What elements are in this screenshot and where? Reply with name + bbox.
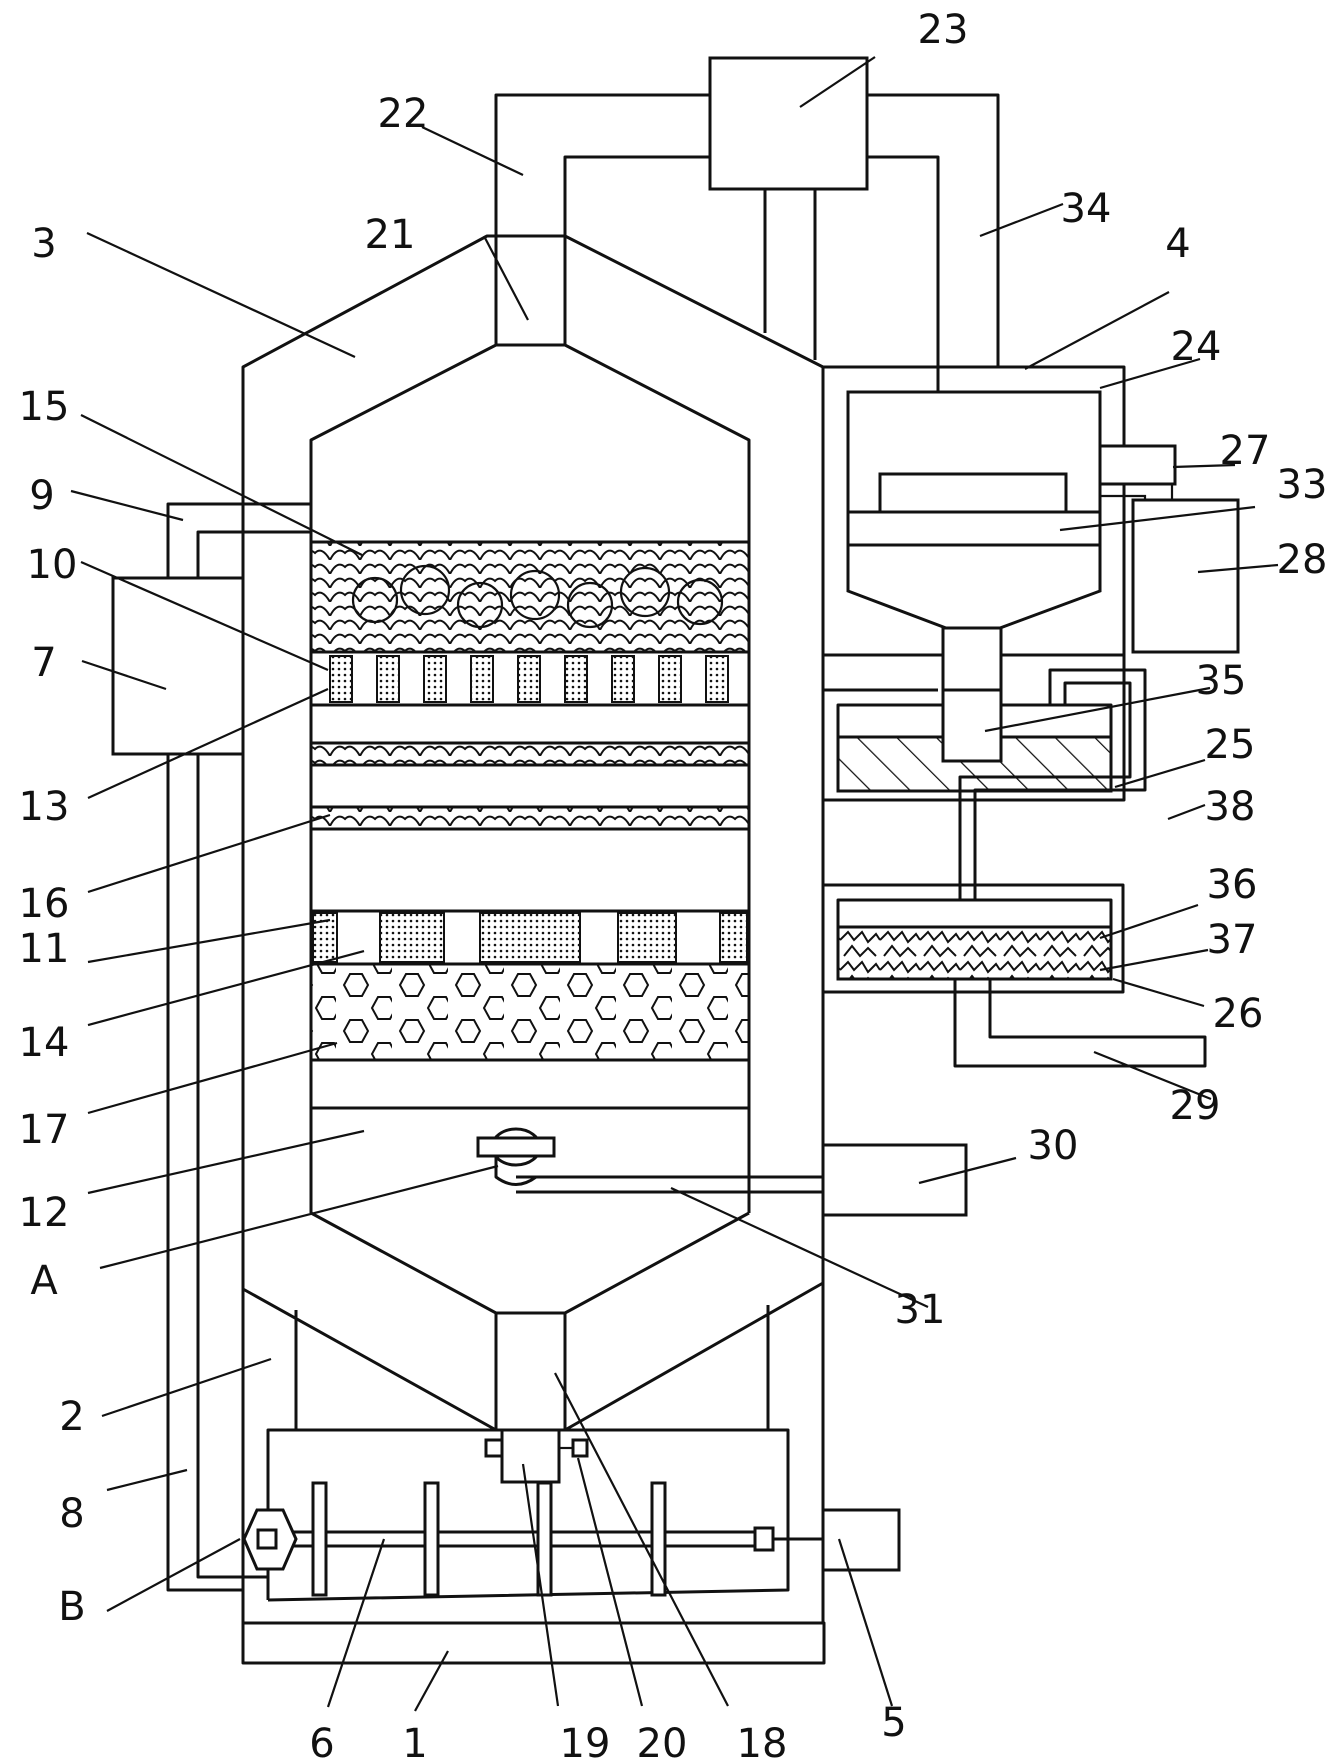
left-pipes xyxy=(111,502,311,1592)
label-16: 16 xyxy=(19,881,70,927)
outlet-29 xyxy=(953,979,1207,1068)
label-24: 24 xyxy=(1171,324,1222,370)
base-plate xyxy=(241,1621,826,1665)
filter-11-14 xyxy=(309,909,751,966)
label-23: 23 xyxy=(918,7,969,53)
label-20: 20 xyxy=(637,1721,688,1758)
label-11: 11 xyxy=(19,926,70,972)
label-15: 15 xyxy=(19,384,70,430)
label-21: 21 xyxy=(365,212,416,258)
leader-lines xyxy=(70,56,1279,1712)
label-37: 37 xyxy=(1207,917,1258,963)
label-18: 18 xyxy=(737,1721,788,1758)
label-35: 35 xyxy=(1196,658,1247,704)
label-2: 2 xyxy=(59,1394,84,1440)
label-14: 14 xyxy=(19,1020,70,1066)
plates-13-16 xyxy=(309,703,751,913)
lower-bin xyxy=(242,1281,824,1602)
pipe-38 xyxy=(958,668,1147,900)
top-pipe xyxy=(494,56,1000,392)
label-31: 31 xyxy=(895,1287,946,1333)
label-9: 9 xyxy=(29,473,54,519)
label-1: 1 xyxy=(402,1721,427,1758)
motor-27-28 xyxy=(1098,444,1240,654)
label-4: 4 xyxy=(1165,221,1190,267)
label-3: 3 xyxy=(31,221,56,267)
discharge-18 xyxy=(484,1311,589,1484)
stirrer-6 xyxy=(242,1481,901,1597)
label-29: 29 xyxy=(1170,1083,1221,1129)
label-38: 38 xyxy=(1205,784,1256,830)
label-12: 12 xyxy=(19,1190,70,1236)
labels: 1 2 3 4 5 6 7 8 9 10 11 12 13 14 15 16 1… xyxy=(19,7,1328,1758)
label-6: 6 xyxy=(309,1721,334,1758)
label-25: 25 xyxy=(1205,722,1256,768)
media-15 xyxy=(309,540,751,654)
label-26: 26 xyxy=(1213,991,1264,1037)
label-17: 17 xyxy=(19,1107,70,1153)
label-28: 28 xyxy=(1277,537,1328,583)
label-10: 10 xyxy=(27,542,78,588)
label-33: 33 xyxy=(1277,462,1328,508)
label-B: B xyxy=(58,1584,85,1630)
label-22: 22 xyxy=(378,91,429,137)
label-27: 27 xyxy=(1220,428,1271,474)
label-34: 34 xyxy=(1061,186,1112,232)
media-17 xyxy=(309,962,751,1110)
label-19: 19 xyxy=(560,1721,611,1758)
spray-nozzles-10 xyxy=(309,650,751,707)
label-36: 36 xyxy=(1207,862,1258,908)
label-A: A xyxy=(30,1258,58,1304)
label-7: 7 xyxy=(31,640,56,686)
label-13: 13 xyxy=(19,784,70,830)
label-8: 8 xyxy=(59,1491,84,1537)
filter-26 xyxy=(821,883,1125,994)
label-5: 5 xyxy=(881,1700,906,1746)
tank-25 xyxy=(836,688,1113,793)
pump-30 xyxy=(476,1127,968,1217)
label-30: 30 xyxy=(1028,1123,1079,1169)
